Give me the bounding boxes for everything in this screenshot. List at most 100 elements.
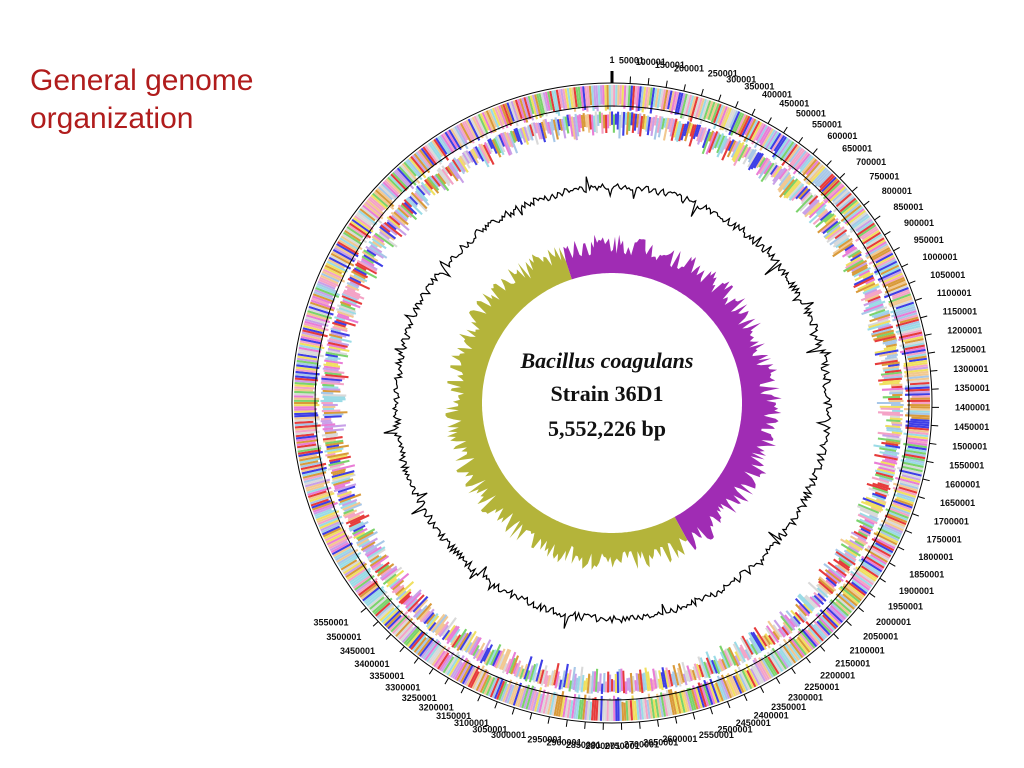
feature-stripe (864, 288, 878, 296)
feature-stripe (688, 687, 697, 711)
feature-stripe (562, 88, 568, 111)
feature-stripe (846, 209, 866, 226)
feature-stripe (463, 666, 476, 686)
feature-stripe (331, 477, 351, 485)
feature-stripe (493, 106, 505, 130)
feature-stripe (564, 673, 570, 689)
feature-stripe (792, 615, 801, 625)
feature-stripe (701, 131, 712, 155)
feature-stripe (803, 199, 820, 216)
feature-stripe (796, 636, 811, 653)
feature-stripe (846, 582, 865, 598)
feature-stripe (529, 690, 538, 711)
feature-stripe (483, 111, 495, 134)
feature-stripe (837, 563, 851, 574)
feature-stripe (328, 459, 350, 467)
feature-stripe (434, 623, 446, 636)
feature-stripe (295, 430, 320, 436)
tick-mark (444, 677, 449, 685)
feature-stripe (549, 90, 556, 112)
feature-stripe (882, 413, 904, 417)
feature-stripe (631, 675, 636, 693)
feature-stripe (752, 631, 765, 651)
feature-stripe (336, 548, 359, 563)
feature-stripe (745, 639, 756, 655)
feature-stripe (899, 480, 920, 488)
feature-stripe (422, 608, 435, 623)
feature-stripe (479, 674, 490, 694)
feature-stripe (380, 604, 401, 624)
feature-stripe (534, 122, 542, 140)
feature-stripe (766, 651, 782, 674)
feature-stripe (772, 137, 789, 161)
feature-stripe (808, 627, 823, 643)
feature-stripe (835, 237, 850, 249)
feature-stripe (296, 364, 320, 370)
feature-stripe (678, 692, 686, 713)
feature-stripe (891, 431, 903, 435)
feature-stripe (787, 638, 804, 659)
feature-stripe (820, 178, 839, 197)
feature-stripe (646, 87, 651, 109)
feature-stripe (513, 660, 522, 677)
feature-stripe (696, 126, 703, 142)
feature-stripe (731, 142, 743, 161)
feature-stripe (782, 624, 791, 635)
slide-title: General genome organization (30, 64, 254, 135)
feature-stripe (294, 386, 315, 390)
feature-stripe (906, 353, 927, 359)
feature-stripe (747, 632, 762, 654)
feature-stripe (791, 185, 805, 202)
feature-stripe (469, 671, 480, 689)
feature-stripe (562, 116, 567, 131)
feature-stripe (527, 95, 535, 115)
feature-stripe (525, 96, 535, 121)
feature-stripe (311, 297, 330, 306)
feature-stripe (819, 173, 834, 189)
tick-label: 1900001 (899, 586, 934, 596)
feature-stripe (553, 662, 560, 686)
feature-stripe (519, 127, 527, 143)
tick-label: 650001 (842, 144, 872, 154)
tick-label: 2650001 (643, 738, 678, 748)
feature-stripe (717, 660, 724, 672)
feature-stripe (322, 527, 342, 538)
feature-stripe (788, 643, 802, 660)
feature-stripe (882, 276, 905, 288)
feature-stripe (844, 552, 857, 562)
feature-stripe (339, 237, 359, 251)
feature-stripe (863, 283, 880, 292)
feature-stripe (552, 119, 559, 140)
tick-mark (922, 478, 930, 482)
feature-stripe (725, 679, 735, 698)
feature-stripe (574, 113, 580, 137)
feature-stripe (566, 114, 571, 127)
feature-stripe (299, 340, 323, 347)
feature-stripe (856, 505, 879, 516)
feature-stripe (364, 201, 384, 217)
feature-stripe (758, 158, 771, 175)
feature-stripe (834, 597, 852, 614)
tick-label: 3000001 (491, 730, 526, 740)
feature-stripe (498, 105, 509, 129)
feature-stripe (901, 348, 926, 356)
feature-stripe (688, 123, 694, 134)
feature-stripe (334, 245, 354, 257)
feature-stripe (523, 97, 532, 120)
feature-stripe (884, 450, 900, 455)
feature-stripe (457, 660, 471, 683)
feature-stripe (393, 170, 410, 188)
feature-stripe (778, 140, 793, 159)
tick-mark (767, 117, 772, 124)
feature-stripe (634, 680, 638, 691)
feature-stripe (890, 503, 912, 513)
feature-stripe (405, 160, 423, 181)
feature-stripe (778, 168, 788, 180)
feature-stripe (826, 228, 846, 243)
feature-stripe (719, 106, 731, 131)
feature-stripe (369, 596, 385, 610)
feature-stripe (734, 669, 747, 693)
feature-stripe (413, 153, 431, 174)
feature-stripe (590, 698, 595, 721)
feature-stripe (904, 451, 926, 458)
